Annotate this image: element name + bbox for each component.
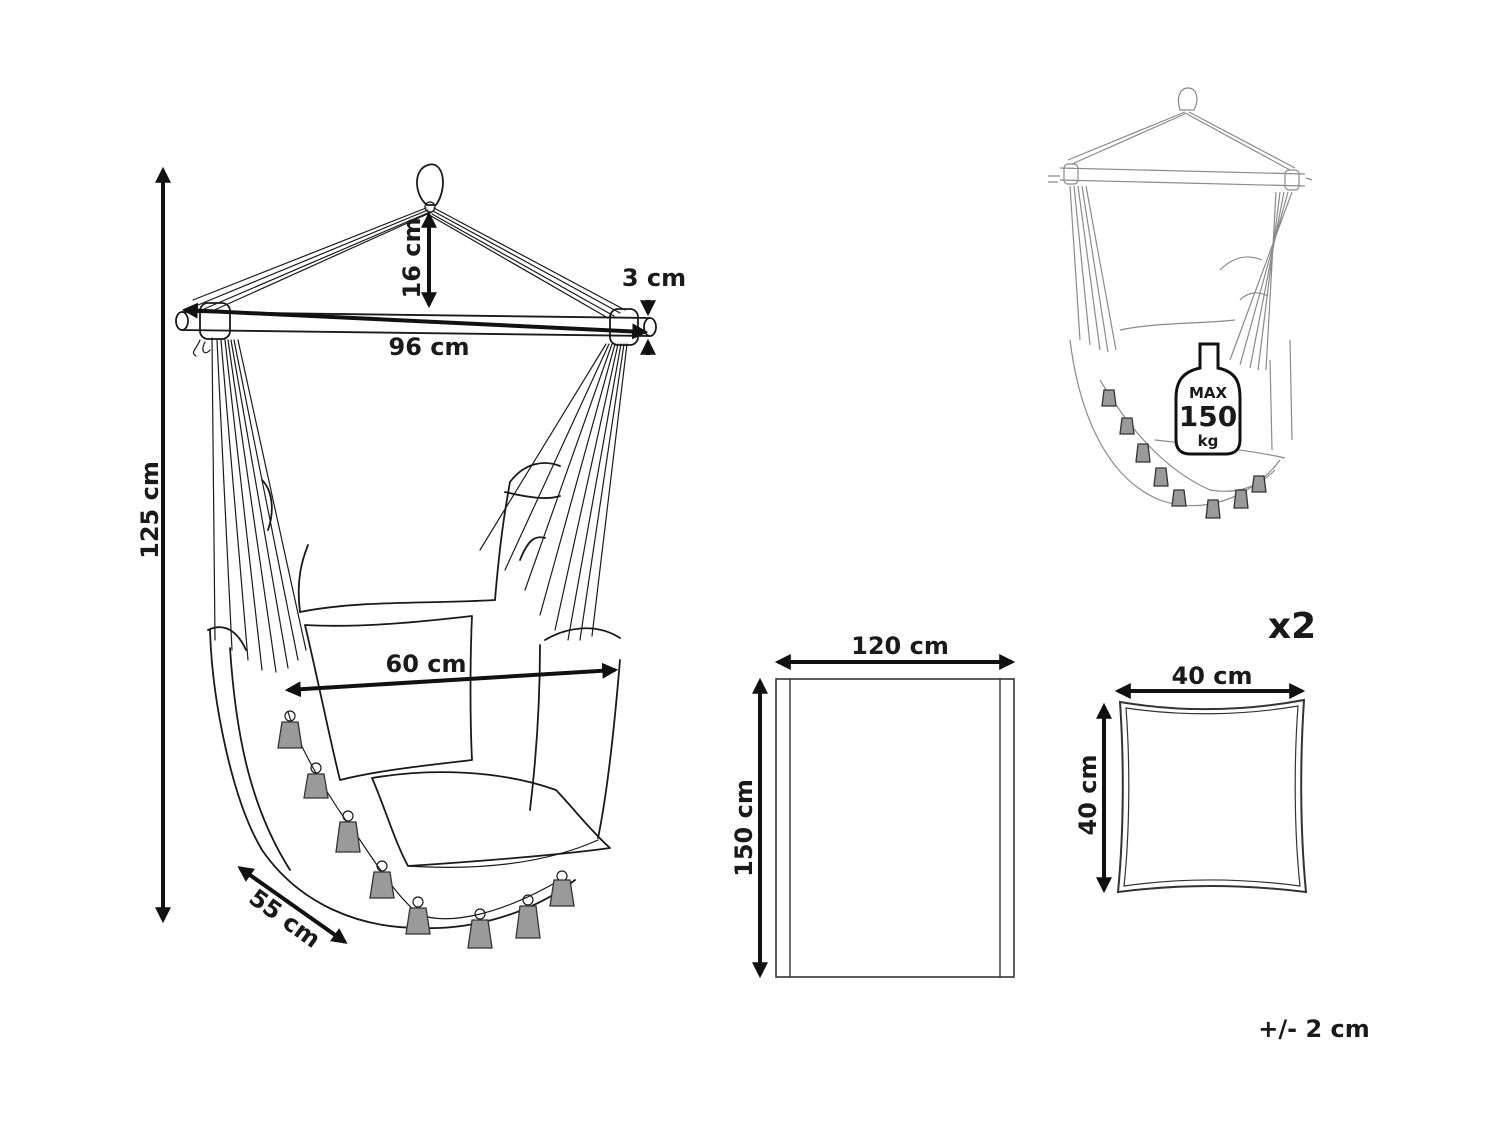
seat-depth-arrow	[237, 866, 348, 944]
side-ropes-right	[479, 343, 628, 641]
bar-diameter-label: 3 cm	[622, 264, 686, 292]
suspension-ropes	[192, 207, 626, 319]
seat-cushion	[371, 771, 611, 867]
cushion-width-label: 40 cm	[1172, 662, 1253, 690]
dimension-arrows-chair	[155, 166, 656, 944]
bar-length-label: 96 cm	[389, 333, 470, 361]
tassel	[405, 896, 431, 935]
seat-width-arrow	[284, 662, 619, 698]
cushion-height-label: 40 cm	[1074, 755, 1102, 836]
weight-unit: kg	[1198, 432, 1219, 450]
cushion-drawing	[1096, 683, 1308, 894]
hammock-chair-thumbnail	[1048, 87, 1313, 519]
weight-icon	[1174, 342, 1242, 456]
thumbnail-tassels	[1101, 389, 1267, 519]
max-load-badge: MAX 150 kg	[1174, 342, 1242, 456]
tassel	[335, 810, 361, 853]
cushion-quantity: x2	[1268, 606, 1316, 647]
seat-width-label: 60 cm	[386, 650, 467, 678]
overall-height-label: 125 cm	[136, 461, 164, 559]
tolerance-note: +/- 2 cm	[1258, 1015, 1369, 1043]
side-ropes-left	[211, 337, 307, 673]
blanket-width-label: 120 cm	[851, 632, 949, 660]
tassel	[369, 860, 395, 899]
tassel	[277, 710, 303, 749]
bar-length-arrow	[181, 302, 649, 340]
blanket-drawing	[752, 654, 1016, 979]
back-cushion	[304, 615, 473, 781]
rope-height-label: 16 cm	[398, 218, 426, 299]
tassel	[467, 908, 493, 949]
seat-fabric	[207, 462, 621, 929]
tassel	[549, 870, 575, 907]
ceiling-hook	[416, 163, 444, 206]
tassel-trim	[277, 710, 575, 949]
tassel	[303, 762, 329, 799]
tassel	[515, 894, 541, 939]
max-weight-value: 150	[1179, 400, 1237, 433]
blanket-height-label: 150 cm	[730, 779, 758, 877]
max-label: MAX	[1189, 384, 1228, 402]
